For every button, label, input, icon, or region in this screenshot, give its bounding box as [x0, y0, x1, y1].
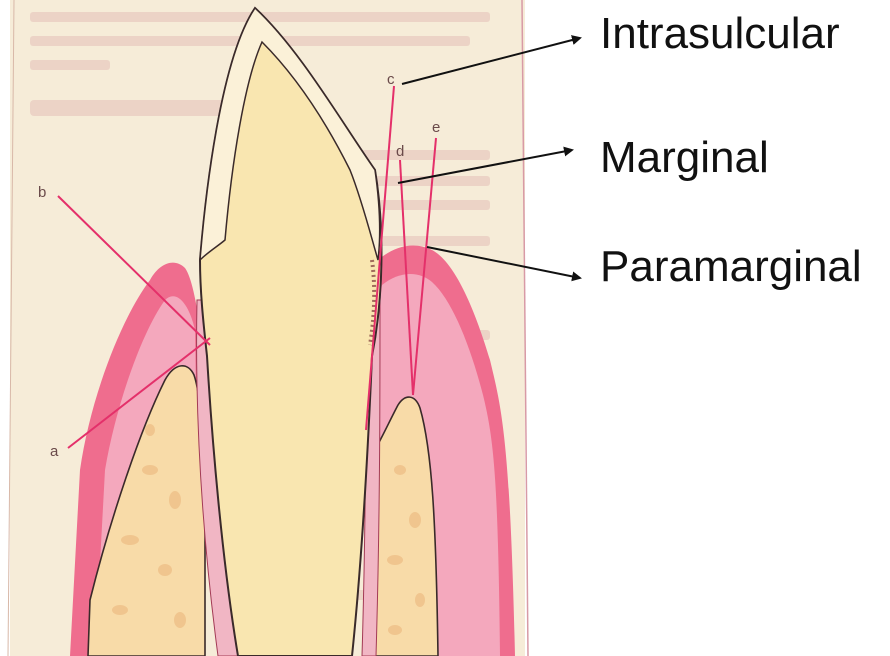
callout-paramarginal: Paramarginal [600, 245, 862, 289]
callout-intrasulcular: Intrasulcular [600, 12, 840, 56]
label-a: a [50, 443, 59, 460]
label-e: e [432, 119, 440, 136]
label-d: d [396, 143, 404, 160]
label-c: c [387, 71, 395, 88]
label-b: b [38, 184, 46, 201]
callout-marginal: Marginal [600, 136, 769, 180]
